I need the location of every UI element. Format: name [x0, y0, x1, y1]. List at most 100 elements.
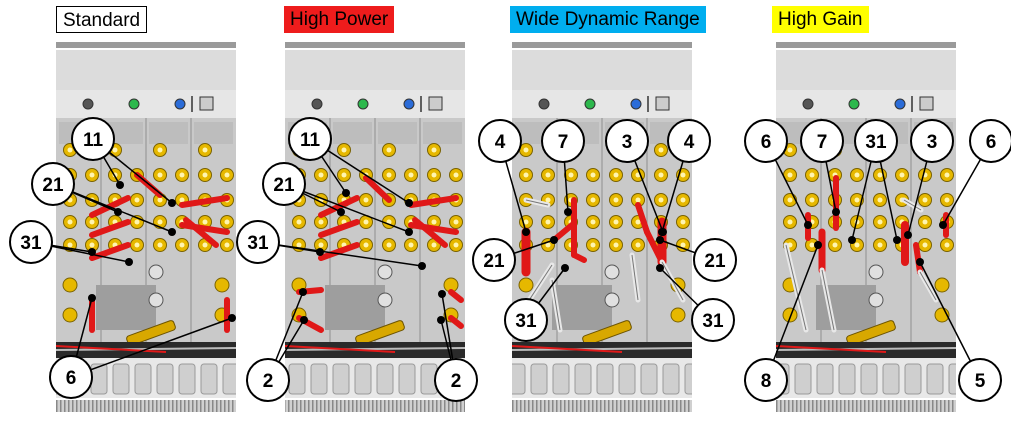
- callout-circle: [691, 298, 735, 342]
- leader-dot: [550, 236, 558, 244]
- chassis-top-panel: [56, 50, 236, 90]
- grey-cable-edge: [551, 279, 561, 331]
- sma-connector-center: [89, 172, 95, 178]
- leader-dot: [893, 236, 901, 244]
- sma-connector-center: [787, 219, 793, 225]
- sma-connector-center: [134, 219, 140, 225]
- grey-cable-edge: [631, 254, 639, 301]
- callout-number: 6: [986, 132, 997, 153]
- leader-dot: [656, 264, 664, 272]
- sma-connector-center: [431, 147, 437, 153]
- cable-strand: [511, 347, 693, 351]
- sma-connector-center: [944, 197, 950, 203]
- callout-number: 31: [247, 233, 269, 254]
- sma-connector-center: [877, 242, 883, 248]
- status-led: [538, 98, 550, 110]
- callout-circle: [541, 119, 585, 163]
- sma-connector-center: [224, 172, 230, 178]
- sma-connector-center: [590, 172, 596, 178]
- sma-connector-center: [545, 172, 551, 178]
- callout-number: 21: [273, 175, 295, 196]
- status-led: [82, 98, 94, 110]
- sma-connector-center: [431, 172, 437, 178]
- leader-dot: [564, 208, 572, 216]
- callout-21: 21: [31, 162, 75, 206]
- leader-dot: [437, 316, 445, 324]
- callout-circle: [49, 355, 93, 399]
- port-block: [96, 285, 156, 330]
- sma-connector-center: [613, 197, 619, 203]
- sma-connector-center: [854, 172, 860, 178]
- sma-connector-center: [453, 172, 459, 178]
- callout-21: 21: [693, 238, 737, 282]
- chassis-bottom: [512, 400, 692, 412]
- sma-connector-center: [545, 197, 551, 203]
- leader-dot: [438, 290, 446, 298]
- sma-connector-center: [787, 197, 793, 203]
- callout-7: 7: [541, 119, 585, 163]
- sma-connector-center: [341, 147, 347, 153]
- callout-circle: [969, 119, 1011, 163]
- panel-title: High Gain: [772, 6, 869, 33]
- jumper-cable: [448, 315, 464, 329]
- callout-circle: [434, 358, 478, 402]
- cable-strand: [284, 345, 396, 353]
- leader-dot: [168, 228, 176, 236]
- callout-number: 11: [300, 130, 321, 151]
- callout-number: 31: [702, 311, 724, 332]
- sma-connector-center: [809, 197, 815, 203]
- callout-31: 31: [9, 220, 53, 264]
- callout-number: 31: [515, 311, 537, 332]
- sma-connector-center: [318, 172, 324, 178]
- leader-dot: [904, 231, 912, 239]
- callout-circle: [854, 119, 898, 163]
- callout-circle: [605, 119, 649, 163]
- panel-title: High Power: [284, 6, 395, 33]
- cable-strand: [284, 347, 466, 351]
- jumper-cable: [179, 195, 230, 208]
- sma-connector-center: [613, 172, 619, 178]
- sma-connector: [934, 277, 950, 293]
- jumper-cable: [571, 252, 587, 263]
- sma-connector-center: [386, 147, 392, 153]
- sma-connector-center: [787, 172, 793, 178]
- sma-connector-center: [944, 242, 950, 248]
- callout-5: 5: [958, 358, 1002, 402]
- sma-connector-center: [408, 242, 414, 248]
- sma-connector-center: [134, 242, 140, 248]
- callout-circle: [667, 119, 711, 163]
- bnc-port: [148, 292, 164, 308]
- callout-circle: [472, 238, 516, 282]
- callout-number: 31: [20, 233, 42, 254]
- chassis-rail: [512, 42, 692, 48]
- sma-connector-center: [67, 147, 73, 153]
- chassis-bottom: [285, 400, 465, 412]
- sma-connector: [214, 277, 230, 293]
- sma-connector-center: [202, 172, 208, 178]
- status-led: [174, 98, 186, 110]
- sma-connector-center: [431, 219, 437, 225]
- leader-line: [765, 244, 819, 381]
- sma-connector-center: [157, 219, 163, 225]
- callout-6: 6: [49, 355, 93, 399]
- fan-icon: [428, 96, 443, 111]
- sma-connector-center: [179, 172, 185, 178]
- leader-dot: [656, 236, 664, 244]
- callout-11: 11: [288, 117, 332, 161]
- leader-dot: [522, 228, 530, 236]
- sma-connector-center: [635, 242, 641, 248]
- sma-connector-center: [635, 197, 641, 203]
- leader-dot: [116, 181, 124, 189]
- adapter: [355, 320, 405, 346]
- callout-circle: [246, 358, 290, 402]
- status-led: [584, 98, 596, 110]
- status-led: [630, 98, 642, 110]
- sma-connector-center: [318, 219, 324, 225]
- sma-connector-center: [787, 147, 793, 153]
- callout-number: 6: [66, 368, 77, 389]
- leader-dot: [299, 288, 307, 296]
- chassis-bottom: [776, 400, 956, 412]
- jumper-cable: [318, 195, 360, 218]
- sma-connector-center: [523, 147, 529, 153]
- leader-dot: [405, 199, 413, 207]
